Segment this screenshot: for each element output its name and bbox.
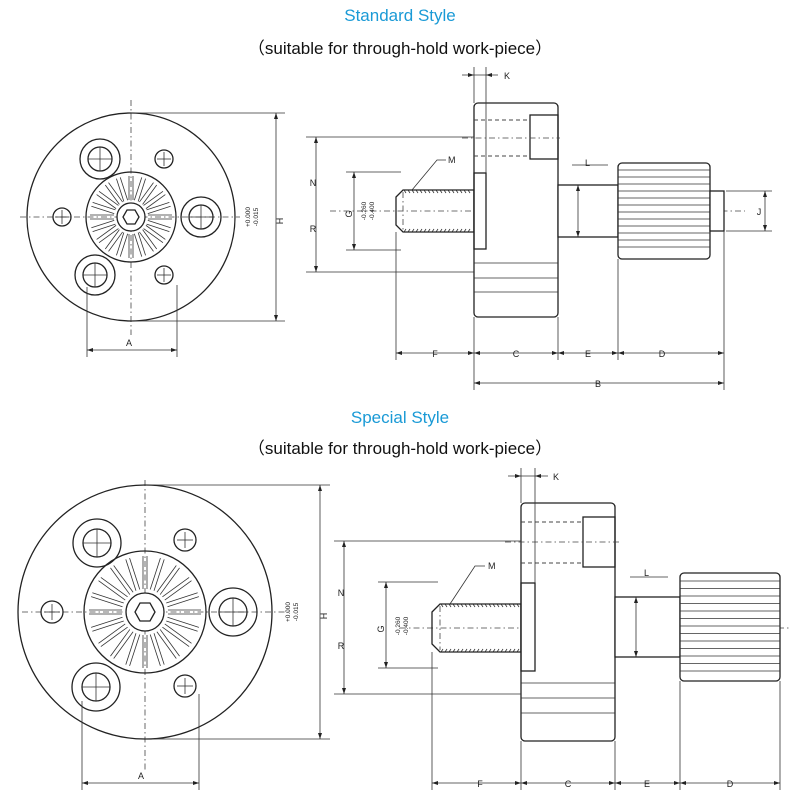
standard-style-title: Standard Style xyxy=(344,6,456,25)
standard-dim-r-label: R xyxy=(310,224,317,234)
standard-dim-j-label: J xyxy=(757,207,762,217)
special-hub xyxy=(614,596,681,658)
special-dim-d-label: D xyxy=(727,779,734,789)
special-h-tolerance-upper: +0.000 xyxy=(285,602,292,622)
special-dim-l-label: L xyxy=(644,568,649,578)
special-front-view: A H +0.000 -0.015 xyxy=(17,480,330,790)
special-dim-f-label: F xyxy=(477,779,483,789)
standard-collet-slots xyxy=(90,176,172,258)
special-dim-a-label: A xyxy=(138,771,144,781)
standard-dim-g-label: G xyxy=(344,210,354,217)
standard-dim-k-label: K xyxy=(504,71,510,81)
standard-dim-f-label: F xyxy=(432,349,438,359)
special-dim-r-label: R xyxy=(338,641,345,651)
standard-side-view: N R G -0.260 -0.400 M K L xyxy=(306,67,772,390)
special-g-tolerance-lower: -0.400 xyxy=(403,616,410,635)
standard-style-subtitle: （suitable for through-hold work-piece） xyxy=(247,39,553,58)
standard-dim-m-label: M xyxy=(448,155,456,165)
special-side-view: N R G -0.260 -0.400 M K L xyxy=(334,468,790,790)
standard-g-tolerance-upper: -0.260 xyxy=(361,201,368,220)
special-dim-k-label: K xyxy=(553,472,559,482)
standard-counterbore-hole xyxy=(79,138,121,180)
standard-small-hole xyxy=(154,149,174,169)
standard-dim-n-label: N xyxy=(310,178,317,188)
standard-hex-socket xyxy=(122,209,140,225)
special-counterbore-hole xyxy=(71,662,121,712)
standard-h-tolerance-lower: -0.015 xyxy=(253,207,260,226)
standard-small-hole xyxy=(52,207,72,227)
special-dim-h-label: H xyxy=(319,613,329,620)
special-dim-c-label: C xyxy=(565,779,572,789)
standard-hub xyxy=(557,184,619,238)
standard-counterbore-hole xyxy=(180,196,222,238)
special-knurled-nut xyxy=(679,572,781,682)
special-small-hole xyxy=(173,528,197,552)
standard-dim-h-label: H xyxy=(275,218,285,225)
standard-collet-face xyxy=(85,171,177,263)
special-counterbore-hole xyxy=(72,518,122,568)
standard-small-hole xyxy=(154,265,174,285)
special-collet-face xyxy=(83,550,207,674)
standard-dim-d-label: D xyxy=(659,349,666,359)
special-counterbore-hole xyxy=(208,587,258,637)
special-dim-n-label: N xyxy=(338,588,345,598)
special-small-hole xyxy=(40,600,64,624)
standard-dim-c-label: C xyxy=(513,349,520,359)
special-hex-socket xyxy=(134,602,156,622)
standard-dim-l-label: L xyxy=(585,158,590,168)
standard-g-tolerance-lower: -0.400 xyxy=(369,201,376,220)
special-small-hole xyxy=(173,674,197,698)
standard-dim-b-label: B xyxy=(595,379,601,389)
special-dim-g-label: G xyxy=(376,625,386,632)
standard-dim-a-label: A xyxy=(126,338,132,348)
special-g-tolerance-upper: -0.260 xyxy=(395,616,402,635)
standard-dim-e-label: E xyxy=(585,349,591,359)
standard-counterbore-hole xyxy=(74,254,116,296)
special-dim-m-label: M xyxy=(488,561,496,571)
standard-front-view: A H +0.000 -0.015 xyxy=(20,100,285,357)
special-collet-slots xyxy=(89,556,201,668)
standard-h-tolerance-upper: +0.000 xyxy=(245,207,252,227)
special-h-tolerance-lower: -0.015 xyxy=(293,602,300,621)
special-dim-e-label: E xyxy=(644,779,650,789)
special-style-subtitle: （suitable for through-hold work-piece） xyxy=(247,439,553,458)
special-style-title: Special Style xyxy=(350,408,450,427)
